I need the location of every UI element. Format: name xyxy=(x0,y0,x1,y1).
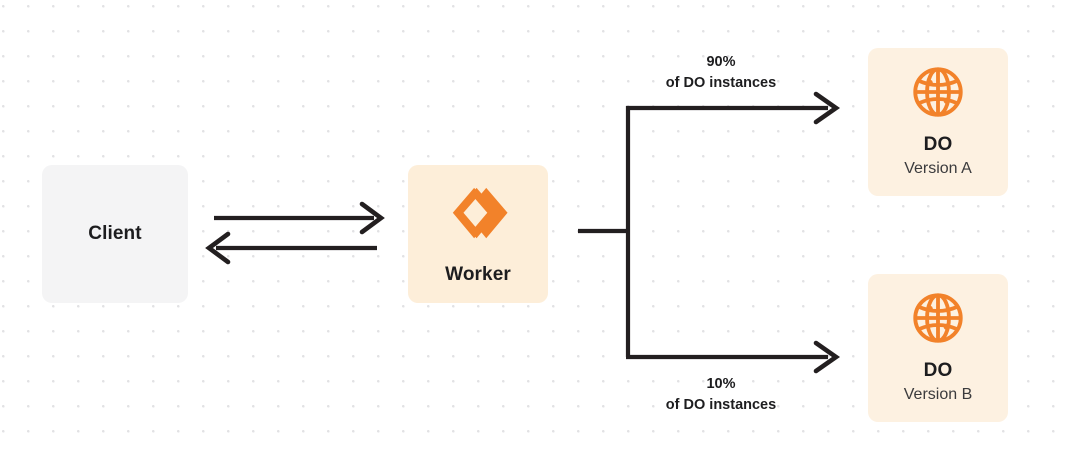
node-do-version-a: DO Version A xyxy=(868,48,1008,196)
node-do-version-b-title: DO xyxy=(923,360,953,382)
cloudflare-workers-icon xyxy=(447,182,509,244)
node-client: Client xyxy=(42,165,188,303)
edge-label-do-a-percent: 90% xyxy=(706,54,736,70)
edge-label-do-b-percent: 10% xyxy=(706,376,736,392)
edge-label-do-a: 90% of DO instances xyxy=(611,52,831,94)
node-client-title: Client xyxy=(88,222,142,244)
edge-label-do-a-detail: of DO instances xyxy=(665,75,777,92)
node-worker-title: Worker xyxy=(445,263,511,285)
durable-object-globe-icon xyxy=(910,290,966,346)
connector-worker-split xyxy=(578,106,631,357)
arrow-worker-to-client xyxy=(205,231,377,265)
node-do-version-b: DO Version B xyxy=(868,274,1008,422)
node-worker: Worker xyxy=(408,165,548,303)
node-do-version-a-labels: DO Version A xyxy=(904,134,972,179)
edge-label-do-b-detail: of DO instances xyxy=(665,397,777,414)
arrow-worker-to-do-a xyxy=(626,91,841,125)
node-do-version-a-subtitle: Version A xyxy=(904,160,972,178)
arrow-worker-to-do-b xyxy=(626,340,841,374)
durable-object-globe-icon xyxy=(910,64,966,120)
node-do-version-b-labels: DO Version B xyxy=(904,360,972,405)
arrow-client-to-worker xyxy=(214,201,385,235)
edge-label-do-b: 10% of DO instances xyxy=(611,374,831,416)
node-do-version-a-title: DO xyxy=(923,134,953,156)
node-do-version-b-subtitle: Version B xyxy=(903,386,973,404)
